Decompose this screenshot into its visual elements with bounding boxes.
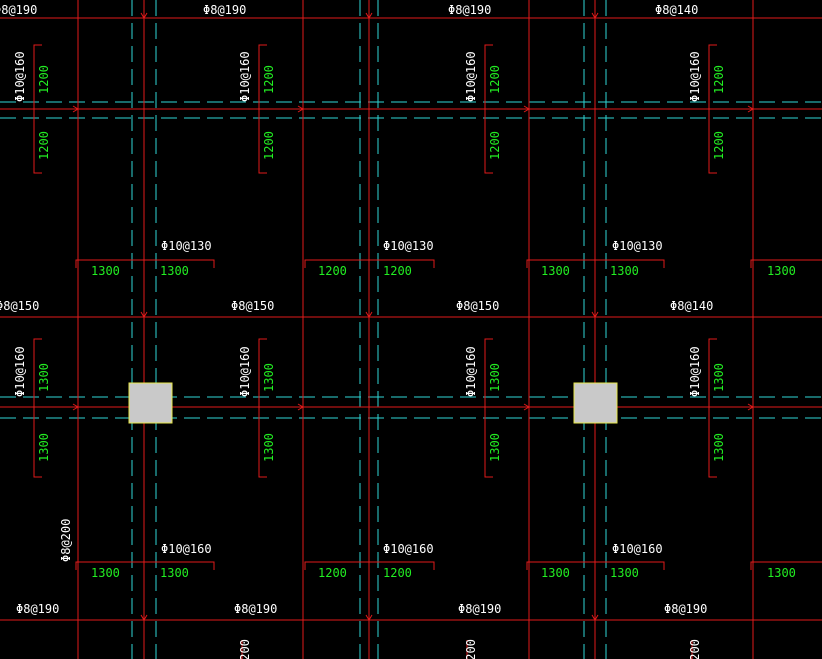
lower-horiz-bar-1: Φ10@160 <box>161 542 212 556</box>
lower-len-b-4: 1300 <box>712 433 726 462</box>
uh-len-4a: 1300 <box>767 264 796 278</box>
horizontal-length-labels: 1300 1300 1200 1200 1300 1300 1300 1300 … <box>91 264 796 580</box>
bot-label-2: Φ8@190 <box>234 602 277 616</box>
mid-label-4: Φ8@140 <box>670 299 713 313</box>
upper-len-b-3: 1200 <box>488 131 502 160</box>
top-label-2: Φ8@190 <box>203 3 246 17</box>
upper-vert-bar-3: Φ10@160 <box>464 51 478 102</box>
lower-vert-bar-2: Φ10@160 <box>238 346 252 397</box>
lower-len-a-2: 1300 <box>262 363 276 392</box>
upper-len-b-4: 1200 <box>712 131 726 160</box>
upper-horiz-bar-2: Φ10@130 <box>383 239 434 253</box>
upper-horiz-bar-1: Φ10@130 <box>161 239 212 253</box>
bottom-partial-1: 1200 <box>238 639 252 659</box>
lh-len-3b: 1300 <box>610 566 639 580</box>
bot-label-3: Φ8@190 <box>458 602 501 616</box>
lower-horiz-bar-2: Φ10@160 <box>383 542 434 556</box>
upper-len-b-2: 1200 <box>262 131 276 160</box>
lower-len-a-4: 1300 <box>712 363 726 392</box>
uh-len-2b: 1200 <box>383 264 412 278</box>
lower-vert-bar-1: Φ10@160 <box>13 346 27 397</box>
rebar-labels: Φ8@190 Φ8@190 Φ8@190 Φ8@140 Φ8@150 Φ8@15… <box>0 3 713 616</box>
upper-vert-bar-1: Φ10@160 <box>13 51 27 102</box>
upper-vertical-brackets <box>33 44 717 174</box>
vertical-rebar-labels: Φ10@160 Φ10@160 Φ10@160 Φ10@160 Φ10@160 … <box>13 51 702 562</box>
upper-len-a-3: 1200 <box>488 65 502 94</box>
lower-len-a-1: 1300 <box>37 363 51 392</box>
lh-len-2b: 1200 <box>383 566 412 580</box>
mid-label-2: Φ8@150 <box>231 299 274 313</box>
lh-len-1a: 1300 <box>91 566 120 580</box>
vertical-length-labels: 1200 1200 1200 1200 1200 1200 1200 1200 … <box>37 65 726 462</box>
arrow-ticks <box>72 12 754 621</box>
upper-len-a-1: 1200 <box>37 65 51 94</box>
uh-len-1a: 1300 <box>91 264 120 278</box>
lower-horiz-bar-3: Φ10@160 <box>612 542 663 556</box>
column-1 <box>128 382 173 424</box>
mid-label-3: Φ8@150 <box>456 299 499 313</box>
lh-len-2a: 1200 <box>318 566 347 580</box>
lower-len-b-3: 1300 <box>488 433 502 462</box>
uh-len-3a: 1300 <box>541 264 570 278</box>
lower-vert-bar-4: Φ10@160 <box>688 346 702 397</box>
upper-len-a-2: 1200 <box>262 65 276 94</box>
lower-len-b-2: 1300 <box>262 433 276 462</box>
left-vertical-label: Φ8@200 <box>59 519 73 562</box>
bot-label-1: Φ8@190 <box>16 602 59 616</box>
bot-label-4: Φ8@190 <box>664 602 707 616</box>
lower-vert-bar-3: Φ10@160 <box>464 346 478 397</box>
bottom-partial-3: 1200 <box>688 639 702 659</box>
column-2 <box>573 382 618 424</box>
bottom-partial-labels: 1200 1200 1200 <box>238 639 702 659</box>
upper-horiz-bar-3: Φ10@130 <box>612 239 663 253</box>
lh-len-4a: 1300 <box>767 566 796 580</box>
uh-len-2a: 1200 <box>318 264 347 278</box>
uh-len-1b: 1300 <box>160 264 189 278</box>
horizontal-brackets <box>75 259 822 570</box>
lower-vertical-brackets <box>33 338 717 659</box>
lh-len-1b: 1300 <box>160 566 189 580</box>
top-label-1: Φ8@190 <box>0 3 37 17</box>
lower-len-b-1: 1300 <box>37 433 51 462</box>
top-label-4: Φ8@140 <box>655 3 698 17</box>
uh-len-3b: 1300 <box>610 264 639 278</box>
mid-label-1: Φ8@150 <box>0 299 39 313</box>
upper-vert-bar-2: Φ10@160 <box>238 51 252 102</box>
lower-len-a-3: 1300 <box>488 363 502 392</box>
bottom-partial-2: 1200 <box>464 639 478 659</box>
columns <box>128 382 618 424</box>
upper-vert-bar-4: Φ10@160 <box>688 51 702 102</box>
top-label-3: Φ8@190 <box>448 3 491 17</box>
upper-len-a-4: 1200 <box>712 65 726 94</box>
upper-len-b-1: 1200 <box>37 131 51 160</box>
lh-len-3a: 1300 <box>541 566 570 580</box>
